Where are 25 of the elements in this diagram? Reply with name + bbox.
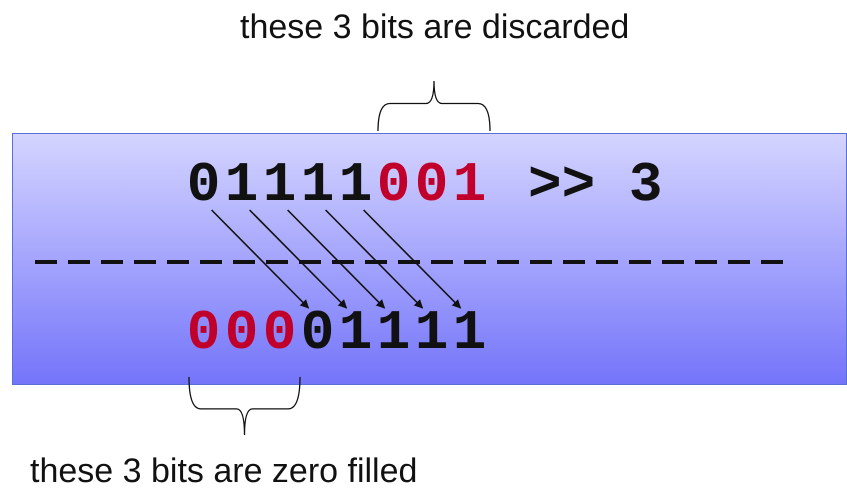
bit-digit: 1 xyxy=(222,160,260,210)
bit-digit: 0 xyxy=(222,308,260,358)
bit-digit: 1 xyxy=(450,308,488,358)
bit-digit: 0 xyxy=(298,308,336,358)
bit-digit: 1 xyxy=(298,160,336,210)
bit-digit: 0 xyxy=(184,160,222,210)
arrow xyxy=(249,209,348,309)
arrow xyxy=(363,209,462,309)
shift-operator: >> 3 xyxy=(528,160,662,210)
bit-digit: 0 xyxy=(184,308,222,358)
arrow xyxy=(325,209,424,309)
annotation-text: these 3 bits are discarded xyxy=(240,8,630,47)
bit-digit: 1 xyxy=(374,308,412,358)
bit-digit: 1 xyxy=(336,308,374,358)
bit-digit: 0 xyxy=(412,160,450,210)
annotation-text: these 3 bits are zero filled xyxy=(30,452,418,491)
bit-digit: 1 xyxy=(260,160,298,210)
panel-background xyxy=(12,133,847,385)
arrow xyxy=(211,209,310,309)
bit-digit: 0 xyxy=(260,308,298,358)
bit-digit: 1 xyxy=(412,308,450,358)
bit-digit: 0 xyxy=(374,160,412,210)
bit-digit: 1 xyxy=(336,160,374,210)
bit-digit: 1 xyxy=(450,160,488,210)
arrow xyxy=(287,209,386,309)
